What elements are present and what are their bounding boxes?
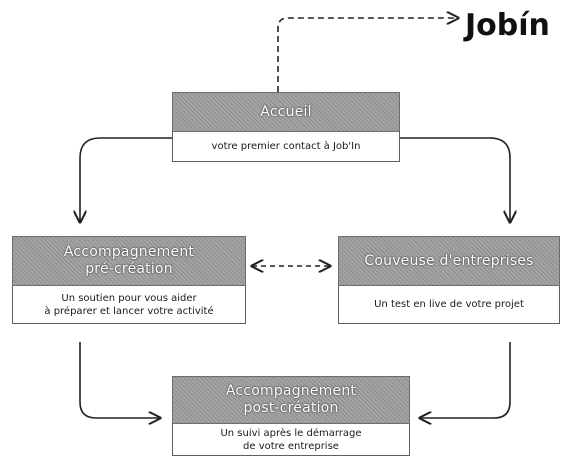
node-pre-creation-desc-line1: Un soutien pour vous aider xyxy=(61,292,197,304)
node-accueil: Accueil votre premier contact à Job'In xyxy=(172,92,400,162)
node-pre-creation-title-line1: Accompagnement xyxy=(63,244,195,260)
node-couveuse-title: Couveuse d'entreprises xyxy=(338,236,560,286)
node-accueil-desc: votre premier contact à Job'In xyxy=(172,132,400,162)
node-post-creation: Accompagnement post-création Un suivi ap… xyxy=(172,376,410,456)
node-couveuse-desc-text: Un test en live de votre projet xyxy=(374,299,524,310)
node-post-creation-desc-line2: de votre entreprise xyxy=(243,440,339,452)
arrow-accueil-to-couveuse xyxy=(400,137,510,222)
node-pre-creation-desc-line2: à préparer et lancer votre activité xyxy=(44,305,214,317)
node-pre-creation-title: Accompagnement pré-création xyxy=(12,236,246,286)
node-couveuse-desc: Un test en live de votre projet xyxy=(338,286,560,324)
arrow-accueil-to-pre xyxy=(80,137,172,222)
node-post-creation-title-line1: Accompagnement xyxy=(225,383,357,399)
node-post-creation-title-line2: post-création xyxy=(243,400,339,416)
jobin-logo: Jobín xyxy=(465,8,550,43)
arrow-couveuse-to-post xyxy=(420,342,511,418)
node-pre-creation: Accompagnement pré-création Un soutien p… xyxy=(12,236,246,324)
node-post-creation-desc-line1: Un suivi après le démarrage xyxy=(220,427,362,439)
node-accueil-title: Accueil xyxy=(172,92,400,132)
node-couveuse: Couveuse d'entreprises Un test en live d… xyxy=(338,236,560,324)
dashed-link-to-logo xyxy=(277,18,458,92)
arrow-pre-to-post xyxy=(79,342,160,418)
node-pre-creation-title-line2: pré-création xyxy=(85,261,173,277)
node-pre-creation-desc: Un soutien pour vous aider à préparer et… xyxy=(12,286,246,324)
node-post-creation-desc: Un suivi après le démarrage de votre ent… xyxy=(172,424,410,456)
node-accueil-title-text: Accueil xyxy=(260,103,312,120)
node-couveuse-title-text: Couveuse d'entreprises xyxy=(364,252,534,269)
node-post-creation-title: Accompagnement post-création xyxy=(172,376,410,424)
node-accueil-desc-text: votre premier contact à Job'In xyxy=(211,141,361,152)
